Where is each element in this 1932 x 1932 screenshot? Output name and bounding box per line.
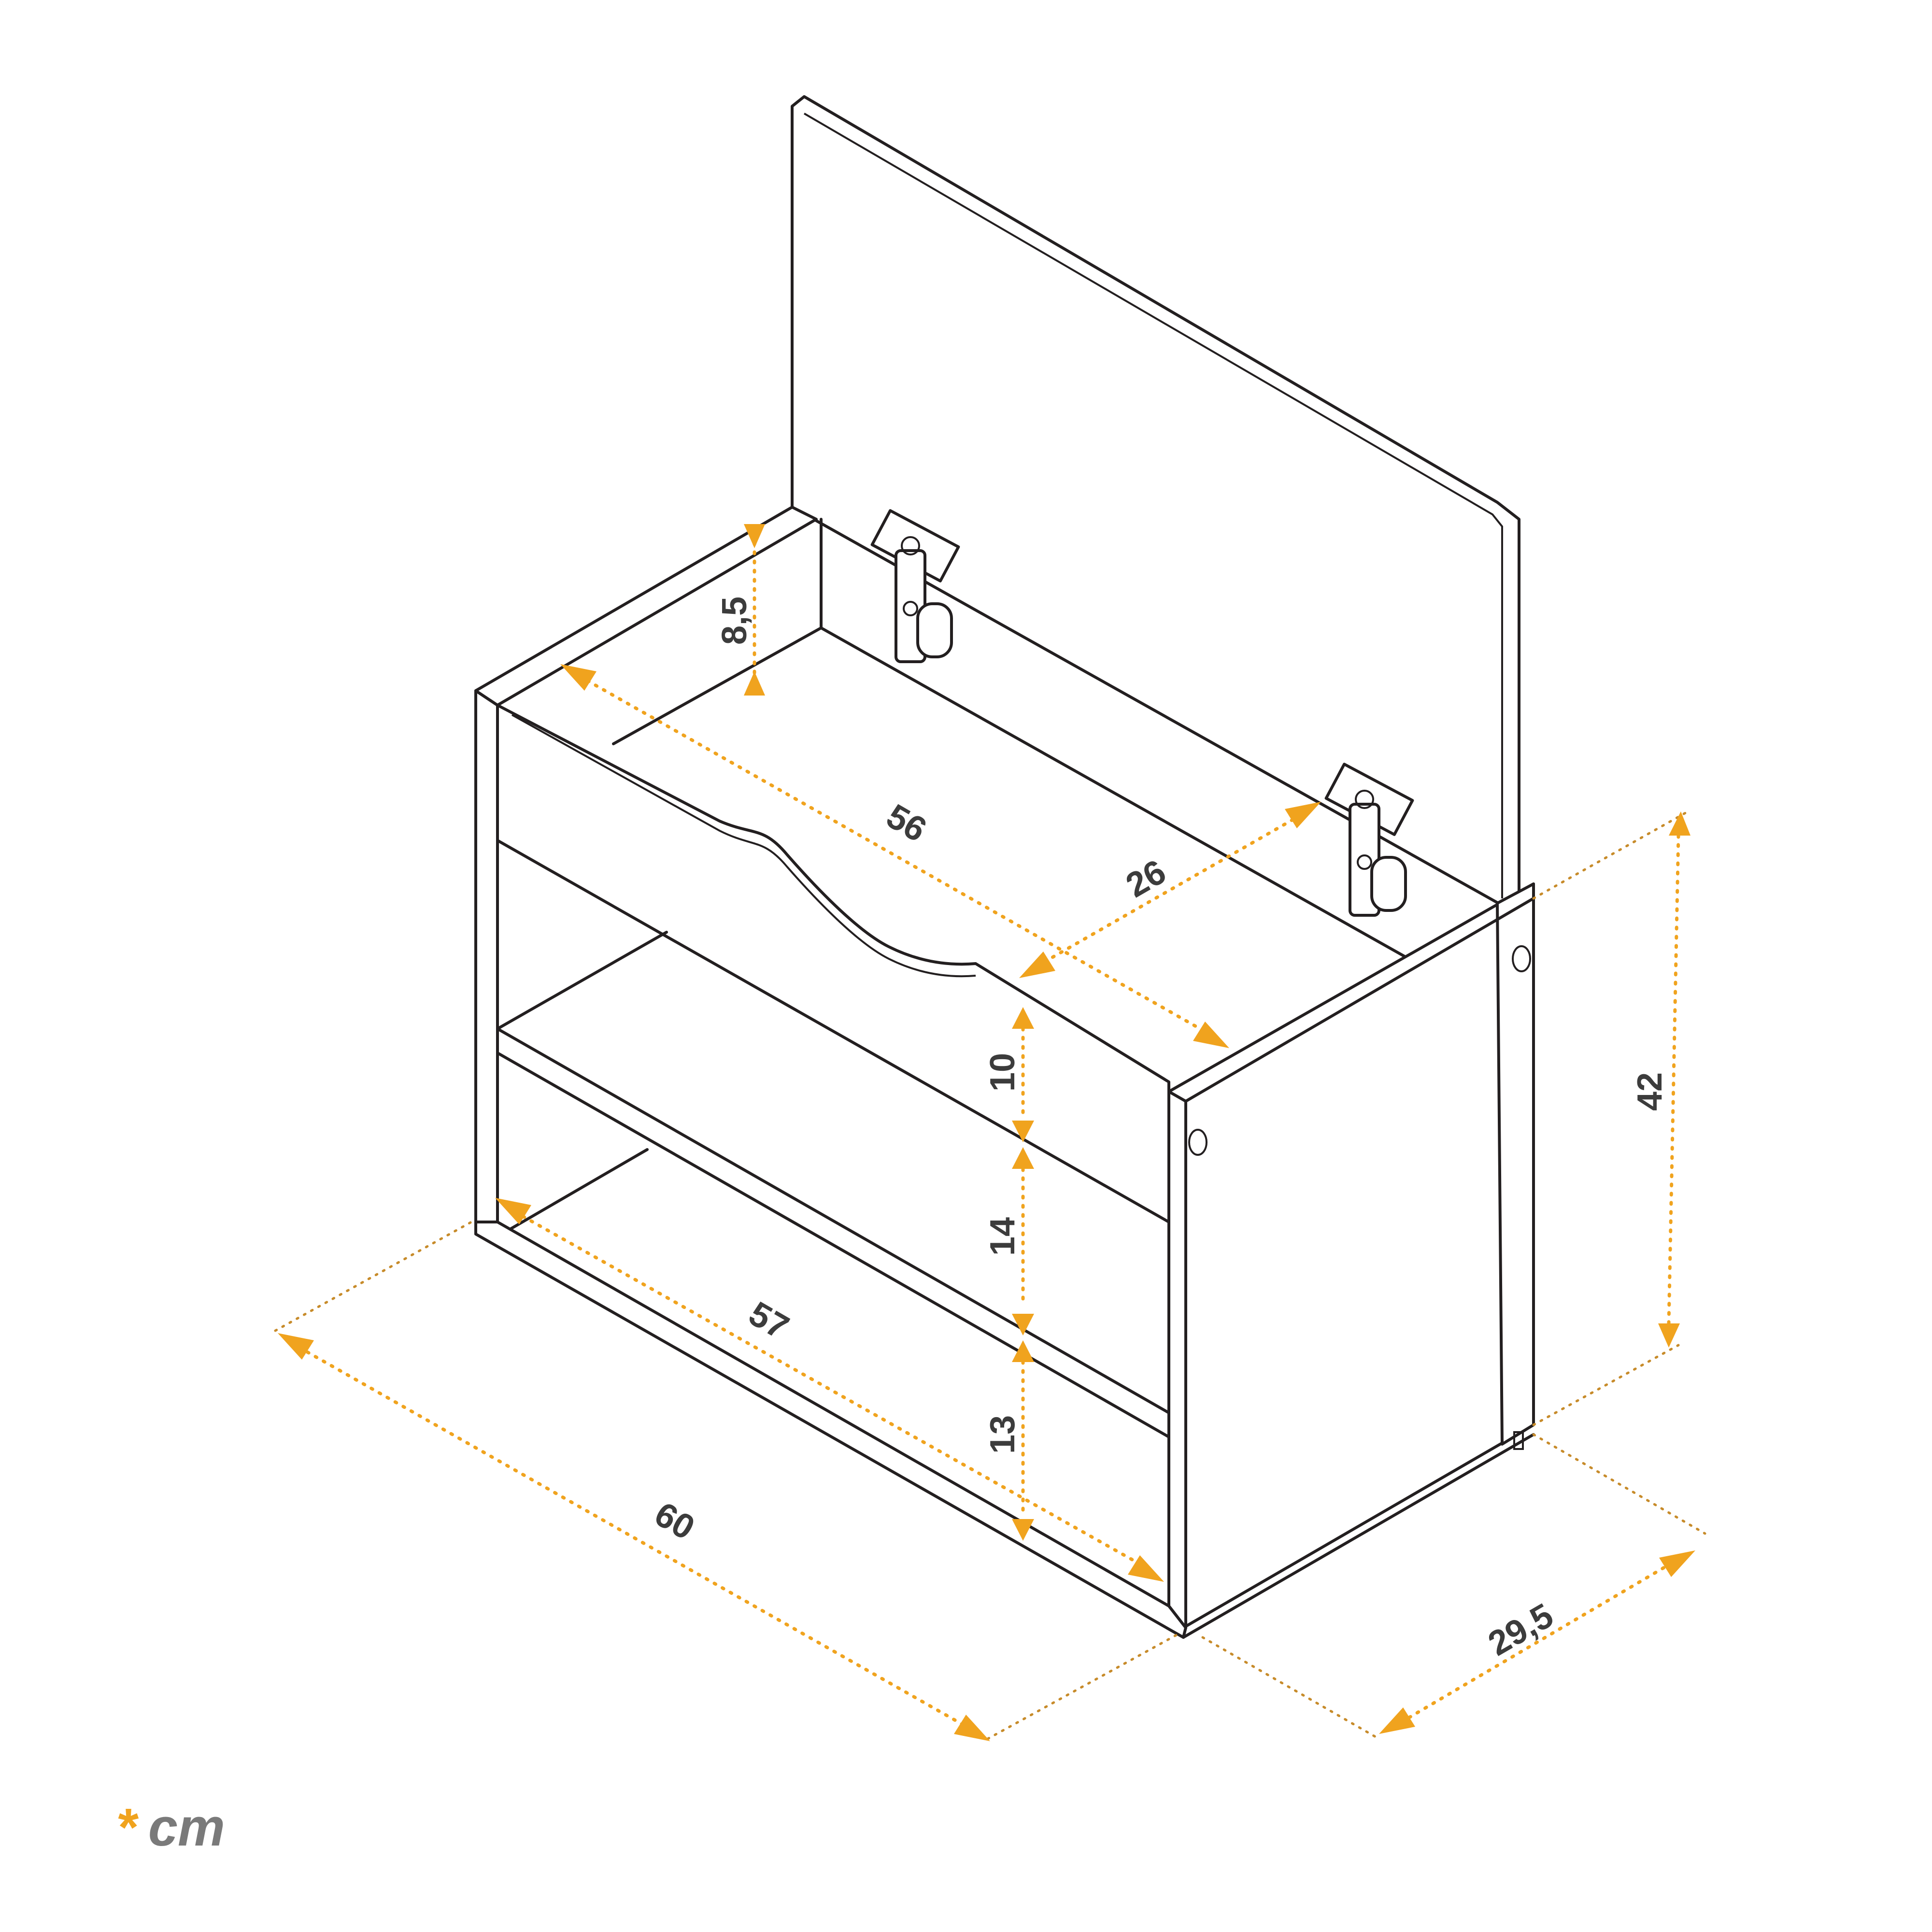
- label-lid-thickness: 8,5: [715, 597, 754, 645]
- unit-note: *cm: [116, 1797, 225, 1858]
- unit-label: cm: [148, 1798, 225, 1857]
- label-inner-width-top: 56: [880, 797, 933, 850]
- asterisk: *: [116, 1798, 137, 1857]
- hinge-left: [870, 509, 960, 663]
- label-total-width: 60: [648, 1495, 701, 1548]
- dimension-lines: [274, 524, 1706, 1741]
- label-middle-compartment: 14: [983, 1217, 1022, 1256]
- label-shelf-width: 57: [742, 1294, 795, 1347]
- cabinet-body: [474, 506, 1535, 1639]
- label-inner-depth: 26: [1120, 852, 1172, 905]
- label-bottom-compartment: 13: [983, 1415, 1022, 1454]
- label-total-height: 42: [1631, 1072, 1669, 1111]
- label-top-compartment: 10: [983, 1053, 1022, 1092]
- lid: [791, 95, 1520, 909]
- hinge-right: [1324, 763, 1414, 917]
